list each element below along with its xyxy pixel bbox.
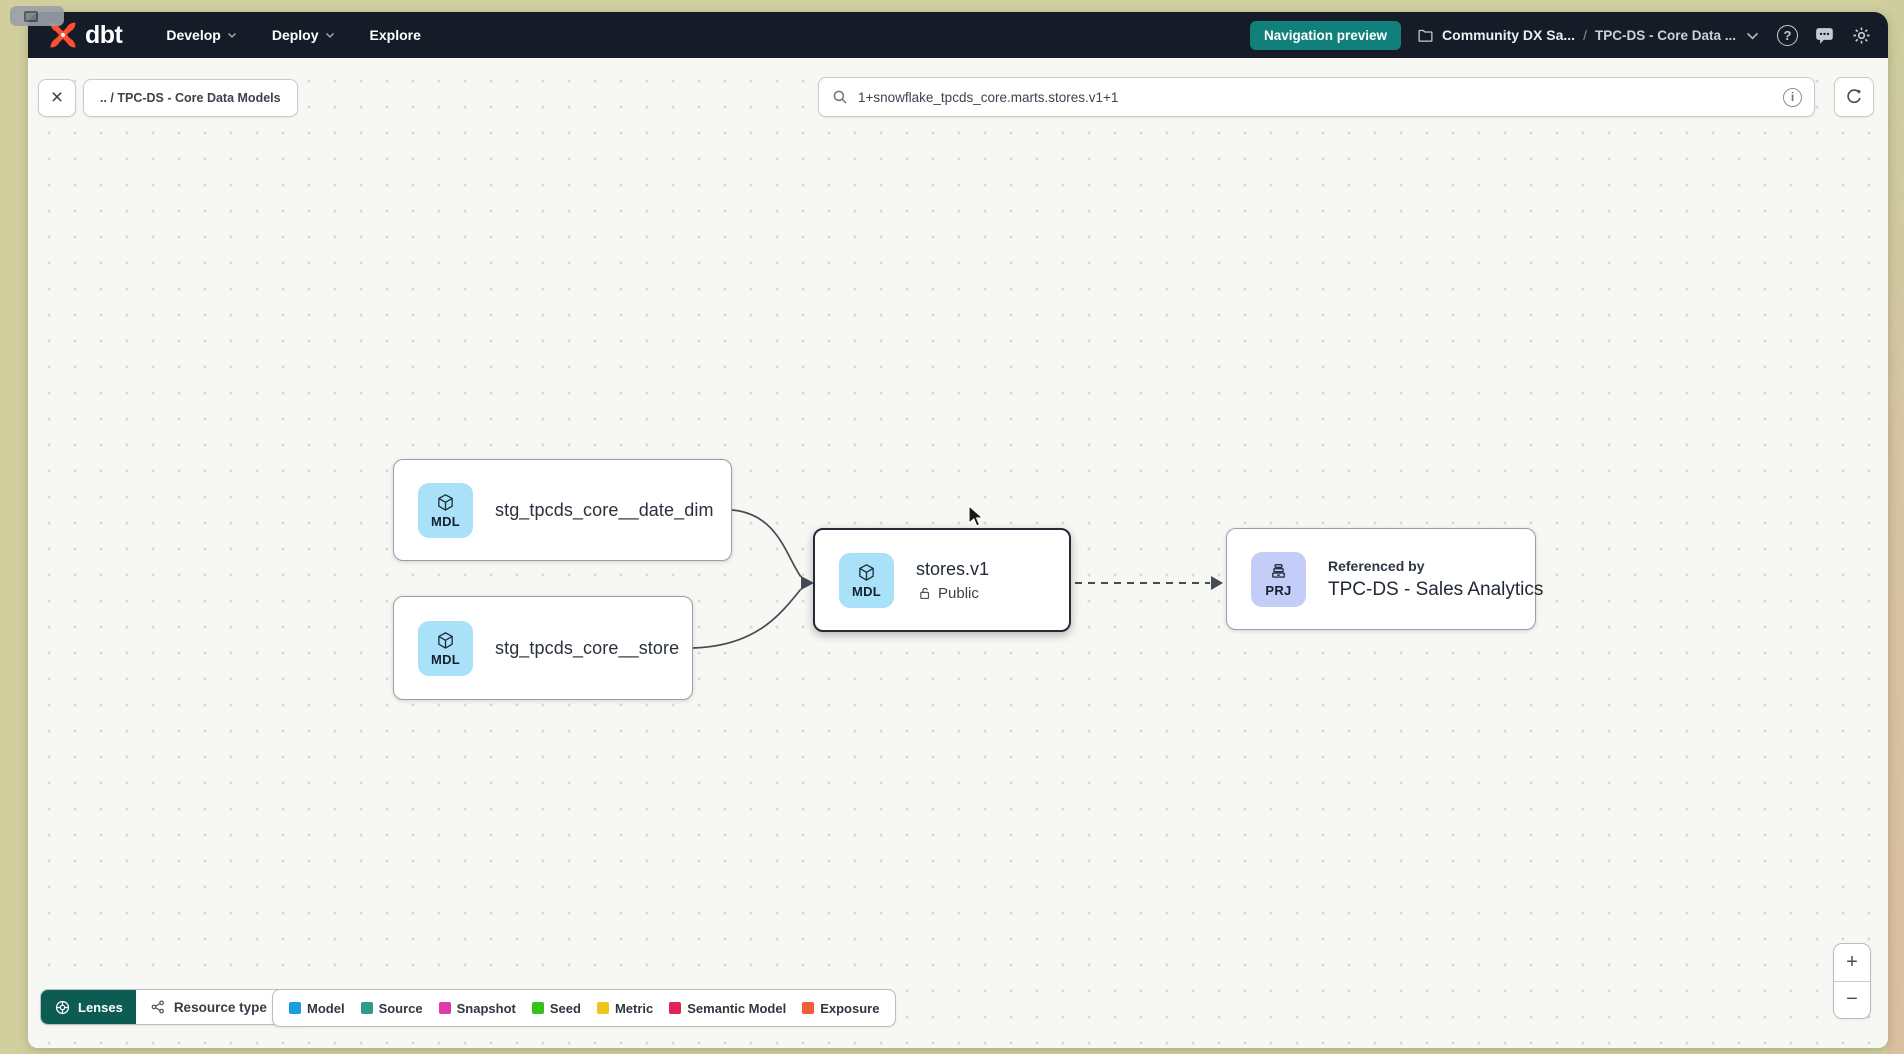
navbar-left: dbt Develop Deploy Explore bbox=[48, 20, 421, 50]
path-breadcrumb-chip[interactable]: .. / TPC-DS - Core Data Models bbox=[83, 79, 298, 117]
folder-icon bbox=[1418, 29, 1433, 42]
zoom-in-button[interactable]: + bbox=[1846, 950, 1858, 973]
model-badge: MDL bbox=[418, 620, 473, 676]
legend-label: Metric bbox=[614, 1000, 654, 1016]
chevron-down-icon bbox=[227, 33, 236, 38]
resource-graph-icon bbox=[151, 1000, 164, 1014]
legend-label: Seed bbox=[549, 1000, 581, 1016]
node-text: Referenced by TPC-DS - Sales Analytics bbox=[1328, 558, 1543, 601]
navbar-right: Navigation preview Community DX Sa... / … bbox=[1250, 20, 1872, 50]
legend-item-exposure: Exposure bbox=[802, 1001, 879, 1016]
node-label: stg_tpcds_core__date_dim bbox=[495, 499, 714, 520]
lineage-canvas[interactable]: × .. / TPC-DS - Core Data Models i MDL bbox=[28, 58, 1888, 1048]
search-icon bbox=[833, 90, 847, 104]
unlock-icon bbox=[920, 587, 930, 600]
node-title: stores.v1 bbox=[916, 558, 990, 579]
settings-gear-icon[interactable] bbox=[1851, 25, 1872, 46]
node-kicker: Referenced by bbox=[1328, 557, 1425, 574]
app-window: dbt Develop Deploy Explore Navigation pr… bbox=[28, 12, 1888, 1048]
menu-deploy-label: Deploy bbox=[271, 27, 319, 43]
chevron-down-icon bbox=[325, 33, 334, 38]
archive-icon bbox=[1272, 563, 1285, 578]
legend-label: Model bbox=[307, 1000, 345, 1016]
node-visibility: Public bbox=[916, 585, 989, 602]
visibility-label: Public bbox=[938, 584, 979, 602]
menu-develop[interactable]: Develop bbox=[166, 27, 237, 43]
resource-type-legend: Model Source Snapshot Seed Metric Semant… bbox=[272, 989, 897, 1027]
lenses-button[interactable]: Lenses bbox=[41, 990, 136, 1024]
node-text: stores.v1 Public bbox=[916, 559, 989, 602]
feedback-icon[interactable] bbox=[1814, 25, 1835, 46]
screen-share-pill bbox=[10, 6, 64, 26]
node-stg-tpcds-core-store[interactable]: MDL stg_tpcds_core__store bbox=[393, 596, 693, 700]
refresh-icon bbox=[1847, 89, 1862, 104]
legend-item-source: Source bbox=[360, 1000, 423, 1016]
window-icon bbox=[24, 10, 38, 22]
badge-label: MDL bbox=[430, 651, 461, 667]
node-label: stg_tpcds_core__store bbox=[495, 637, 680, 658]
refresh-button[interactable] bbox=[1834, 77, 1874, 117]
help-icon[interactable]: ? bbox=[1777, 24, 1798, 46]
legend-label: Snapshot bbox=[456, 1000, 516, 1016]
info-icon[interactable]: i bbox=[1783, 87, 1802, 107]
menu-explore[interactable]: Explore bbox=[370, 27, 421, 43]
zoom-out-button[interactable]: − bbox=[1834, 980, 1870, 1019]
badge-label: PRJ bbox=[1265, 582, 1292, 598]
cube-icon bbox=[438, 493, 453, 511]
node-stores-v1[interactable]: MDL stores.v1 Public bbox=[813, 528, 1071, 632]
model-badge: MDL bbox=[839, 552, 894, 608]
main-menu: Develop Deploy Explore bbox=[166, 27, 421, 43]
lenses-control-group: Lenses Resource type bbox=[40, 989, 306, 1025]
search-bar[interactable]: i bbox=[818, 77, 1815, 117]
breadcrumb-project: Community DX Sa... bbox=[1442, 27, 1576, 43]
lens-icon bbox=[55, 1000, 70, 1014]
legend-swatch bbox=[531, 1002, 544, 1014]
node-stg-tpcds-core-date-dim[interactable]: MDL stg_tpcds_core__date_dim bbox=[393, 459, 732, 561]
node-tpcds-sales-analytics[interactable]: PRJ Referenced by TPC-DS - Sales Analyti… bbox=[1226, 528, 1543, 630]
lenses-label: Lenses bbox=[78, 999, 123, 1015]
menu-explore-label: Explore bbox=[369, 27, 421, 43]
navigation-preview-badge[interactable]: Navigation preview bbox=[1250, 20, 1402, 50]
legend-swatch bbox=[802, 1002, 815, 1014]
legend-label: Semantic Model bbox=[687, 1000, 787, 1016]
legend-swatch bbox=[289, 1002, 301, 1014]
chevron-down-icon bbox=[1746, 32, 1759, 40]
legend-label: Exposure bbox=[820, 1000, 880, 1016]
menu-develop-label: Develop bbox=[166, 27, 221, 43]
badge-label: MDL bbox=[851, 583, 882, 599]
dbt-logo[interactable]: dbt bbox=[48, 20, 123, 50]
desktop-edge-strip bbox=[1887, 0, 1904, 1054]
menu-deploy[interactable]: Deploy bbox=[272, 27, 336, 43]
node-title: TPC-DS - Sales Analytics bbox=[1328, 578, 1544, 600]
resource-type-label: Resource type bbox=[173, 999, 267, 1015]
breadcrumb[interactable]: Community DX Sa... / TPC-DS - Core Data … bbox=[1417, 27, 1761, 44]
badge-label: MDL bbox=[430, 513, 461, 529]
breadcrumb-section: TPC-DS - Core Data ... bbox=[1594, 27, 1736, 43]
legend-item-seed: Seed bbox=[531, 1000, 581, 1016]
zoom-controls: + − bbox=[1833, 943, 1871, 1019]
legend-label: Source bbox=[378, 1000, 423, 1016]
legend-item-semantic-model: Semantic Model bbox=[669, 1001, 786, 1016]
legend-item-metric: Metric bbox=[596, 1000, 654, 1016]
close-button[interactable]: × bbox=[38, 79, 76, 117]
legend-swatch bbox=[438, 1002, 451, 1014]
cube-icon bbox=[438, 631, 453, 649]
dbt-logo-text: dbt bbox=[85, 20, 123, 49]
breadcrumb-separator: / bbox=[1583, 27, 1587, 43]
top-navbar: dbt Develop Deploy Explore Navigation pr… bbox=[28, 12, 1888, 58]
legend-swatch bbox=[669, 1002, 682, 1014]
legend-item-snapshot: Snapshot bbox=[438, 1000, 516, 1016]
legend-swatch bbox=[360, 1002, 373, 1014]
cube-icon bbox=[859, 563, 874, 581]
model-badge: MDL bbox=[418, 482, 473, 538]
dbt-logo-icon bbox=[50, 22, 76, 48]
project-badge: PRJ bbox=[1251, 551, 1306, 607]
search-input[interactable] bbox=[858, 89, 1774, 105]
legend-swatch bbox=[596, 1002, 609, 1014]
legend-item-model: Model bbox=[289, 1001, 345, 1016]
mouse-cursor bbox=[968, 505, 984, 527]
